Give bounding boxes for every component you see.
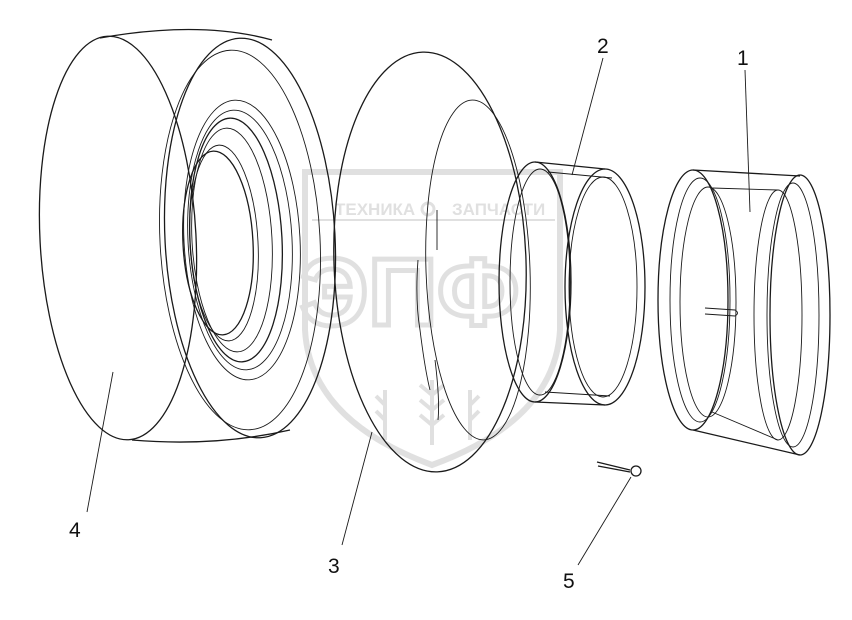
callout-4: 4: [69, 519, 81, 542]
watermark-wheat-icon: [374, 380, 481, 445]
inner-tube-part-3: [333, 51, 531, 473]
watermark: ТЕХНИКА ЗАПЧАСТИ ЭПФ: [298, 169, 563, 469]
watermark-top-right: ЗАПЧАСТИ: [452, 200, 545, 219]
callout-5: 5: [563, 570, 575, 593]
leader-lines: [86, 57, 751, 566]
callout-numbers: 1 2 3 4 5: [69, 35, 749, 593]
tyre-part-4: [38, 28, 337, 443]
callout-1: 1: [737, 47, 749, 70]
rim-part-1: [657, 169, 831, 456]
pin-part-5: [596, 461, 642, 477]
rim-band-part-2: [498, 161, 646, 406]
watermark-main: ЭПФ: [300, 239, 519, 346]
watermark-top-left: ТЕХНИКА: [335, 200, 415, 219]
callout-2: 2: [597, 35, 609, 58]
callout-3: 3: [328, 555, 340, 578]
